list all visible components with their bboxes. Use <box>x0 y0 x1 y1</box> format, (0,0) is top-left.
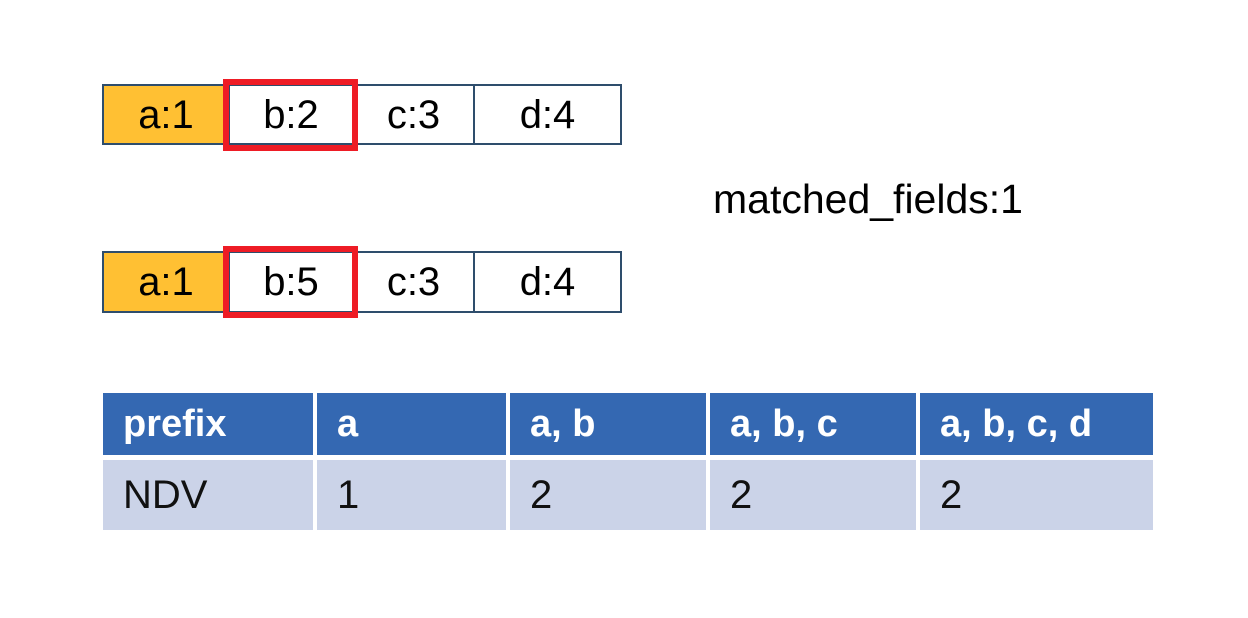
tuple2-cell-c: c:3 <box>352 253 473 311</box>
table-header-abcd: a, b, c, d <box>920 393 1153 455</box>
table-header-ab: a, b <box>510 393 706 455</box>
tuple1-cell-d-label: d:4 <box>519 92 576 137</box>
tuple1-cell-b: b:2 <box>228 86 352 143</box>
tuple1-cell-d: d:4 <box>473 86 620 143</box>
tuple-row-1: a:1 b:2 c:3 d:4 <box>102 79 622 151</box>
tuple1-cell-a-label: a:1 <box>138 92 194 137</box>
tuple1-cell-b-label: b:2 <box>263 92 319 137</box>
tuple2-cell-a-label: a:1 <box>138 260 194 304</box>
table-cell-ndv-abcd: 2 <box>920 460 1153 530</box>
tuple2-cell-c-label: c:3 <box>386 260 441 304</box>
tuple-row-2: a:1 b:5 c:3 d:4 <box>102 246 622 318</box>
table-header-prefix: prefix <box>103 393 313 455</box>
table-cell-ndv-a: 1 <box>317 460 506 530</box>
tuple2-cell-a: a:1 <box>104 253 228 311</box>
table-cell-ndv-abc: 2 <box>710 460 916 530</box>
tuple2-cell-d: d:4 <box>473 253 620 311</box>
tuple2-cell-b-label: b:5 <box>263 260 319 304</box>
tuple1-cell-c: c:3 <box>352 86 473 143</box>
matched-fields-annotation: matched_fields:1 <box>713 176 1023 222</box>
table-header-abc: a, b, c <box>710 393 916 455</box>
tuple2-cell-d-label: d:4 <box>519 260 576 304</box>
table-cell-ndv-ab: 2 <box>510 460 706 530</box>
tuple1-cell-a: a:1 <box>104 86 228 143</box>
tuple2-cell-b: b:5 <box>228 253 352 311</box>
table-header-a: a <box>317 393 506 455</box>
table-cell-ndv-label: NDV <box>103 460 313 530</box>
tuple1-cell-c-label: c:3 <box>386 92 441 137</box>
ndv-stats-table: prefix a a, b a, b, c a, b, c, d NDV 1 2… <box>103 393 1153 530</box>
